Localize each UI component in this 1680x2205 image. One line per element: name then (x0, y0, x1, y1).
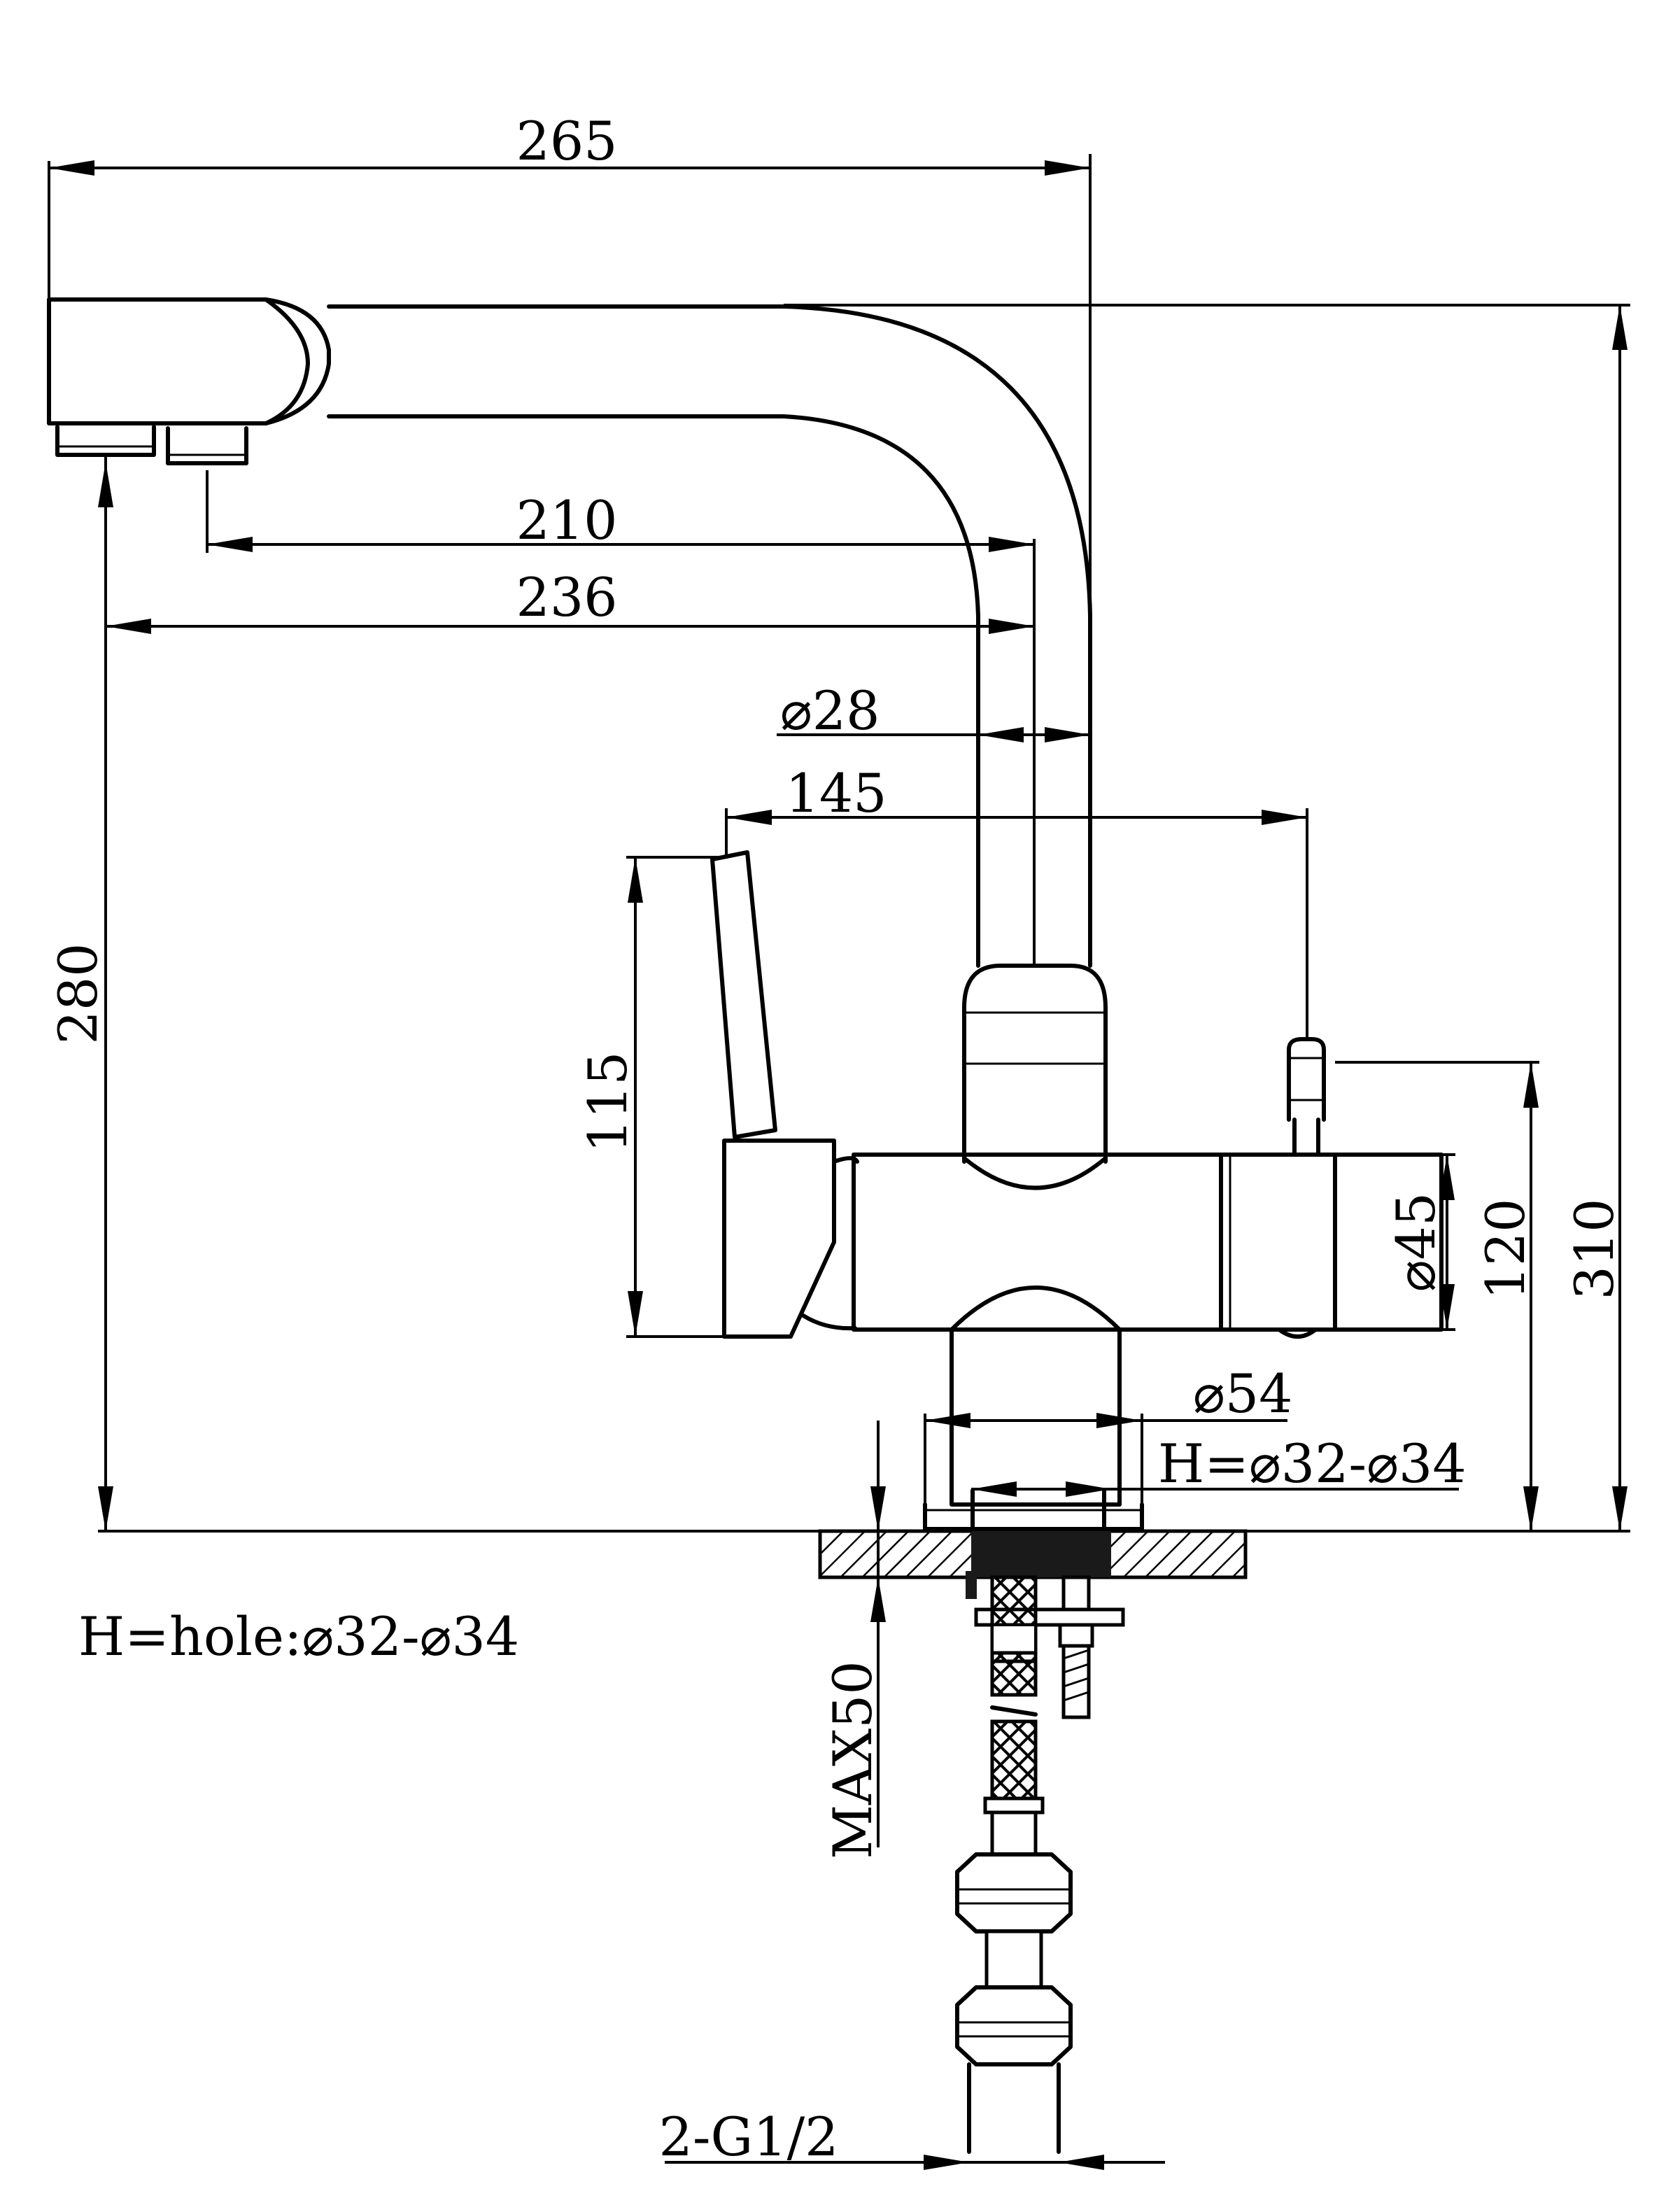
supply-hose (955, 1575, 1073, 2154)
dim-120: 120 (1474, 1198, 1537, 1299)
dim-hole: H=⌀32-⌀34 (1158, 1432, 1467, 1495)
hole-note: H=hole:⌀32-⌀34 (78, 1605, 519, 1668)
dimension-lines (48, 154, 1630, 2170)
dim-dia-28: ⌀28 (780, 679, 880, 742)
faucet-outline (47, 297, 1443, 1531)
dim-280: 280 (47, 943, 109, 1044)
deck-section (818, 1529, 1248, 1599)
dim-236: 236 (516, 566, 617, 628)
dimension-labels: 265 210 236 ⌀28 145 115 280 ⌀45 120 310 … (47, 110, 1625, 2168)
dim-dia-54: ⌀54 (1193, 1362, 1292, 1425)
dim-145: 145 (785, 762, 887, 824)
dim-dia-45: ⌀45 (1385, 1192, 1447, 1292)
dim-max50: MAX50 (821, 1661, 884, 1859)
dim-265: 265 (516, 110, 617, 172)
dim-thread: 2-G1/2 (658, 2106, 838, 2168)
dim-210: 210 (516, 489, 617, 551)
dim-115: 115 (577, 1051, 639, 1153)
dim-310: 310 (1563, 1198, 1625, 1299)
